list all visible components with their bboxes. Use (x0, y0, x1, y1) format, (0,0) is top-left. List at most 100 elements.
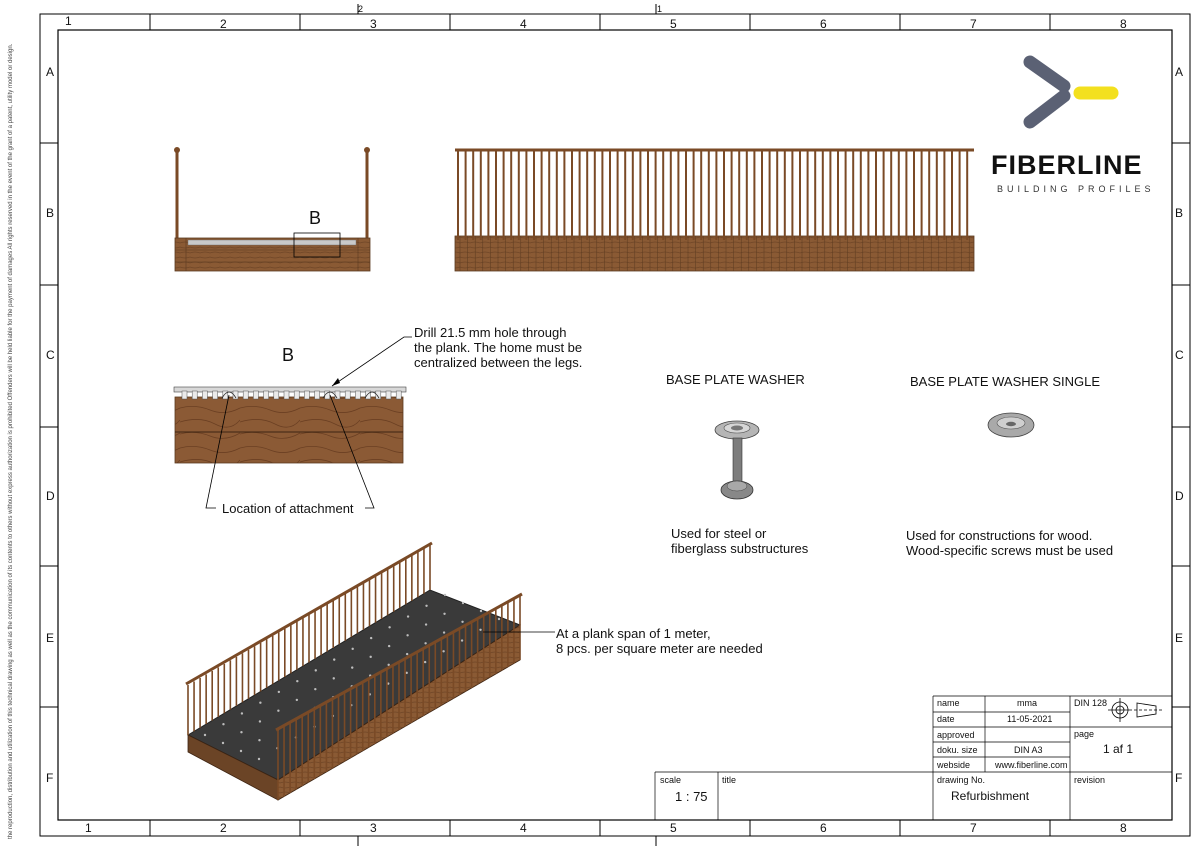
detail-leg (355, 390, 361, 400)
deck-bolt (258, 739, 261, 742)
deck-bolt (424, 623, 428, 626)
attachment-clip (364, 391, 380, 399)
column-label-5-top: 5 (670, 17, 677, 31)
fold-mark-1: 1 (657, 4, 663, 14)
projection-symbol-icon (1108, 698, 1162, 722)
detail-leg (365, 390, 371, 400)
tb-approved-label: approved (937, 730, 975, 740)
tb-title-label: title (722, 775, 737, 785)
deck-bolt (240, 712, 244, 715)
row-label-e-left: E (46, 631, 55, 645)
row-label-a-left: A (46, 65, 55, 79)
tb-date-label: date (937, 714, 955, 724)
detail-leg (222, 390, 229, 400)
attachment-clip (322, 391, 338, 399)
column-label-3-top: 3 (370, 17, 377, 31)
detail-leg (385, 390, 392, 400)
attachment-location-label: Location of attachment (222, 501, 354, 516)
row-label-c-left: C (46, 348, 55, 362)
deck-bolt (277, 709, 280, 712)
deck-bolt (203, 733, 207, 737)
row-label-a-right: A (1175, 65, 1184, 79)
deck-bolt (497, 617, 501, 621)
side-view-drawing (174, 147, 371, 272)
deck-bolt (351, 666, 354, 669)
detail-leg (293, 390, 300, 400)
detail-leg (181, 390, 188, 400)
deck-bolt (460, 639, 464, 642)
tb-name-label: name (937, 698, 960, 708)
deck-bolt (405, 652, 409, 656)
fence-planks (454, 235, 975, 272)
tb-website-value: www.fiberline.com (995, 760, 1068, 770)
deck-bolt (369, 655, 372, 659)
deck-bolt (425, 604, 428, 607)
fold-mark-2: 2 (358, 4, 364, 14)
deck-bolt (333, 658, 336, 661)
column-label-8-bottom: 8 (1120, 821, 1127, 835)
inner-frame (57, 29, 1173, 821)
row-label-b-left: B (46, 206, 55, 220)
tb-website-label: webside (937, 760, 971, 770)
deck-bolt (351, 647, 354, 651)
row-label-d-left: D (46, 489, 55, 503)
row-label-c-right: C (1175, 348, 1184, 362)
tb-revision-label: revision (1074, 775, 1106, 785)
tb-scale-label: scale (660, 775, 682, 785)
base-plate-washer-single-drawing (987, 412, 1035, 438)
deck-bolt (442, 650, 445, 653)
washer-usage-note: Used for steel or fiberglass substructur… (671, 526, 809, 556)
detail-leg (395, 390, 402, 400)
logo-wordmark: FIBERLINE (991, 150, 1143, 180)
deck-bolt (461, 620, 464, 623)
row-ticks (40, 142, 1190, 708)
deck-bolt (222, 723, 225, 726)
deck-bolt (442, 631, 446, 634)
bridge-near-top-rail (275, 592, 523, 732)
tb-standard: DIN 128 (1074, 698, 1108, 708)
tb-drawing-no-label: drawing No. (937, 775, 986, 785)
drill-note: Drill 21.5 mm hole through the plank. Th… (414, 325, 583, 370)
deck-bolt (259, 701, 262, 704)
detail-leg (375, 390, 382, 400)
deck-bolt (257, 757, 261, 761)
base-plate-washer-title: BASE PLATE WASHER (666, 372, 805, 387)
deck-bolt (295, 698, 299, 702)
deck-bolt (258, 720, 262, 723)
column-label-1-bottom: 1 (85, 821, 92, 835)
copyright-notice: the reproduction, distribution and utili… (8, 43, 14, 839)
detail-leg (242, 390, 249, 400)
deck-bolt (387, 663, 390, 667)
tb-doku-value: DIN A3 (1014, 745, 1043, 755)
deck-bolt (405, 671, 408, 675)
tb-page-value: 1 af 1 (1103, 742, 1134, 756)
detail-leg (304, 390, 310, 400)
column-ticks-top (149, 4, 1051, 30)
deck-bolt (388, 626, 391, 629)
deck-bolt (332, 677, 335, 680)
row-label-f-right: F (1175, 771, 1183, 785)
deck-bolt (423, 660, 427, 664)
detail-leg (263, 390, 269, 400)
detail-leg (232, 390, 239, 400)
plank-span-note: At a plank span of 1 meter, 8 pcs. per s… (556, 626, 763, 656)
column-label-4-bottom: 4 (520, 821, 527, 835)
detail-leg (344, 390, 351, 400)
column-label-8-top: 8 (1120, 17, 1127, 31)
deck-bolt (277, 690, 281, 694)
column-label-5-bottom: 5 (670, 821, 677, 835)
row-label-b-right: B (1175, 206, 1184, 220)
deck-bolt (314, 687, 317, 691)
column-label-2-top: 2 (220, 17, 227, 31)
deck-bolt (314, 669, 317, 672)
column-label-6-top: 6 (820, 17, 827, 31)
detail-leg (212, 390, 218, 400)
detail-leg (253, 390, 259, 400)
front-elevation-drawing (454, 148, 975, 272)
detail-leg (191, 390, 198, 400)
deck-bolt (443, 593, 447, 597)
deck-bolt (406, 634, 409, 637)
column-label-4-top: 4 (520, 17, 527, 31)
tb-drawing-no-value: Refurbishment (951, 789, 1030, 803)
